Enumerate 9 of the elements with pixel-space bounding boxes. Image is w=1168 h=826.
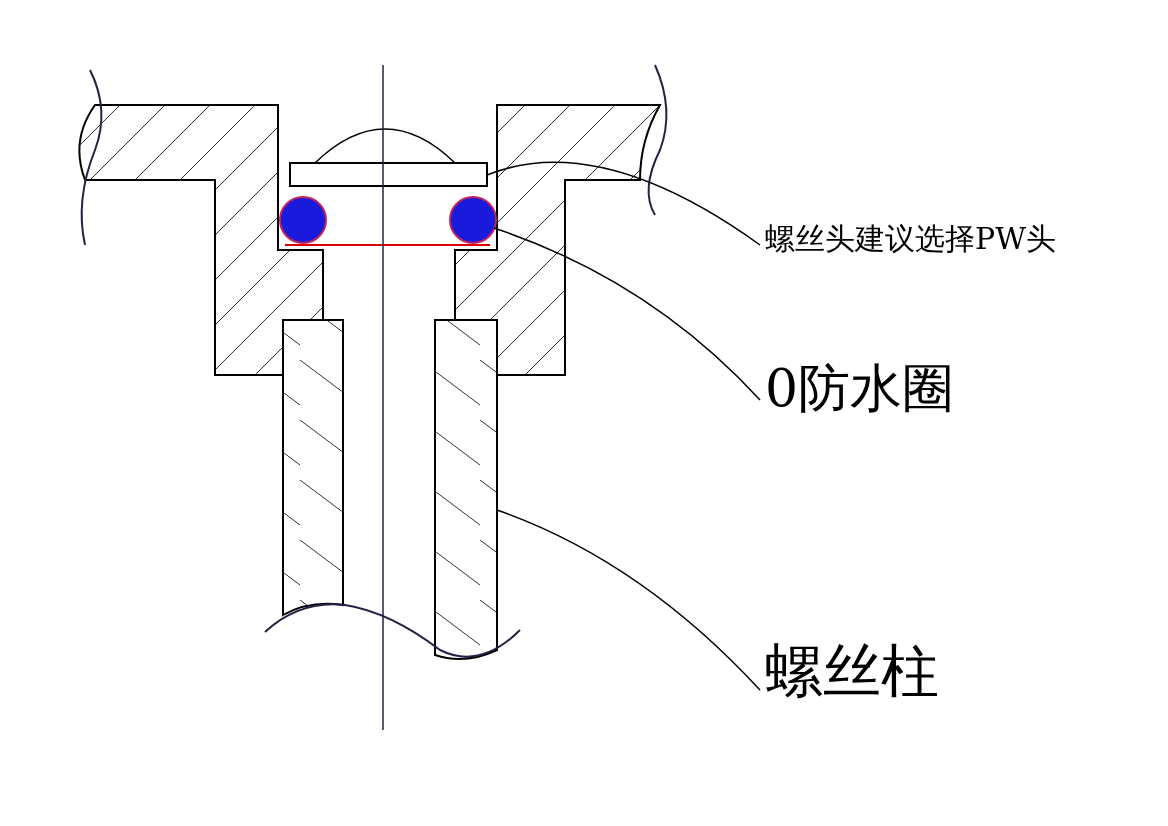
leader-line: [486, 161, 761, 246]
screw-head-washer: [289, 162, 488, 187]
leader-line: [496, 509, 761, 691]
screw-post-drawing: [264, 319, 521, 660]
callout-label: 螺丝头建议选择PW头: [765, 222, 1057, 255]
callout-label: 0防水圈: [765, 360, 955, 418]
callout-label: 螺丝柱: [765, 640, 939, 704]
o-ring: [449, 196, 497, 244]
leader-line: [493, 227, 761, 401]
